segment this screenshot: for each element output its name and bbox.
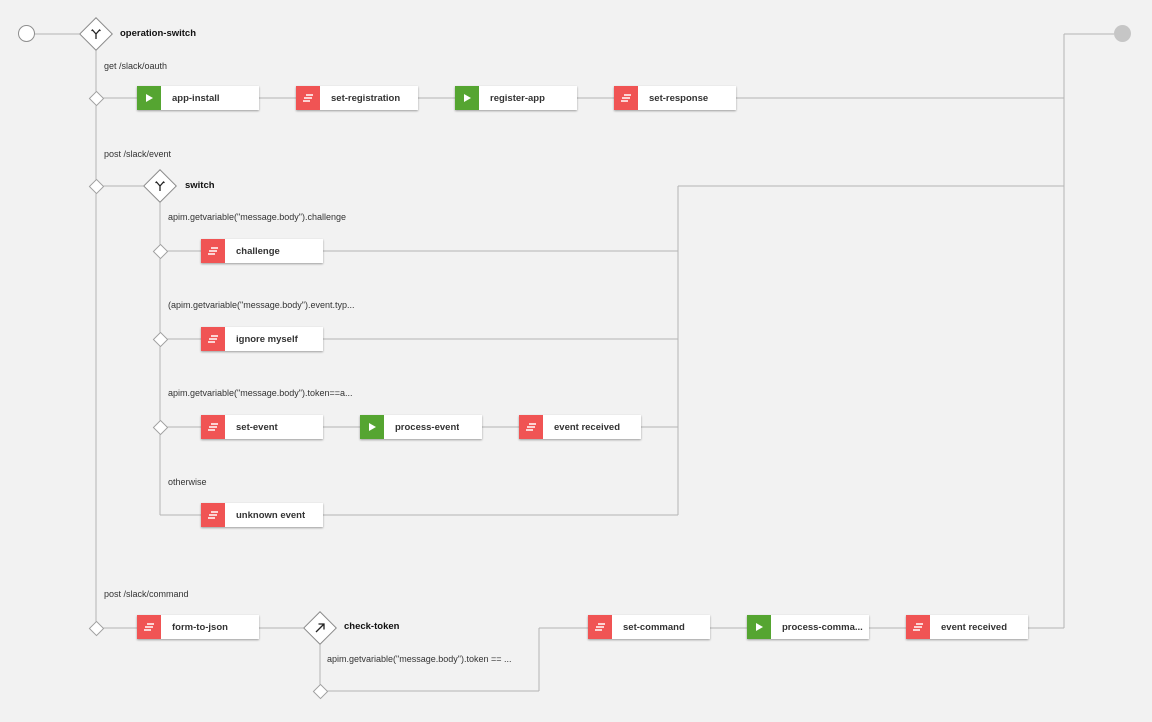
case-condition: (apim.getvariable("message.body").event.… xyxy=(168,300,355,310)
step-label: form-to-json xyxy=(172,621,228,633)
step-process-event[interactable]: process-event xyxy=(360,415,482,439)
step-event-received[interactable]: event received xyxy=(519,415,641,439)
policy-icon xyxy=(614,86,638,110)
check-token-condition: apim.getvariable("message.body").token =… xyxy=(327,654,512,664)
policy-icon xyxy=(201,415,225,439)
step-set-response[interactable]: set-response xyxy=(614,86,736,110)
step-set-command[interactable]: set-command xyxy=(588,615,710,639)
operation-switch-gateway[interactable] xyxy=(79,17,113,51)
step-ignore-myself[interactable]: ignore myself xyxy=(201,327,323,351)
case-condition: apim.getvariable("message.body").challen… xyxy=(168,212,346,222)
play-icon xyxy=(137,86,161,110)
policy-icon xyxy=(296,86,320,110)
arrow-up-right-icon xyxy=(309,617,331,639)
step-label: set-response xyxy=(649,92,709,104)
step-form-to-json[interactable]: form-to-json xyxy=(137,615,259,639)
start-event xyxy=(18,25,35,42)
policy-icon xyxy=(137,615,161,639)
step-label: event received xyxy=(554,421,621,433)
step-unknown-event[interactable]: unknown event xyxy=(201,503,323,527)
case-condition: otherwise xyxy=(168,477,207,487)
step-label: register-app xyxy=(490,92,545,104)
check-token-gateway[interactable] xyxy=(303,611,337,645)
event-switch-gateway[interactable] xyxy=(143,169,177,203)
step-set-event[interactable]: set-event xyxy=(201,415,323,439)
step-label: unknown event xyxy=(236,509,306,521)
policy-icon xyxy=(201,503,225,527)
play-icon xyxy=(360,415,384,439)
branch-condition-command: post /slack/command xyxy=(104,589,189,599)
step-label: ignore myself xyxy=(236,333,298,345)
check-token-label: check-token xyxy=(344,621,400,632)
branch-condition-oauth: get /slack/oauth xyxy=(104,61,168,71)
step-app-install[interactable]: app-install xyxy=(137,86,259,110)
step-label: challenge xyxy=(236,245,280,257)
step-label: set-command xyxy=(623,621,685,633)
fork-icon xyxy=(85,23,107,45)
policy-icon xyxy=(201,327,225,351)
play-icon xyxy=(455,86,479,110)
fork-icon xyxy=(149,175,171,197)
policy-icon xyxy=(519,415,543,439)
policy-icon xyxy=(588,615,612,639)
event-switch-label: switch xyxy=(185,180,215,191)
step-process-command[interactable]: process-comma... xyxy=(747,615,869,639)
step-label: set-registration xyxy=(331,92,401,104)
end-event xyxy=(1114,25,1131,42)
step-challenge[interactable]: challenge xyxy=(201,239,323,263)
branch-condition-event: post /slack/event xyxy=(104,149,172,159)
step-label: process-comma... xyxy=(782,621,863,633)
play-icon xyxy=(747,615,771,639)
step-register-app[interactable]: register-app xyxy=(455,86,577,110)
step-command-event-received[interactable]: event received xyxy=(906,615,1028,639)
step-label: app-install xyxy=(172,92,220,104)
case-condition: apim.getvariable("message.body").token==… xyxy=(168,388,353,398)
step-set-registration[interactable]: set-registration xyxy=(296,86,418,110)
step-label: process-event xyxy=(395,421,460,433)
policy-icon xyxy=(906,615,930,639)
policy-icon xyxy=(201,239,225,263)
step-label: set-event xyxy=(236,421,278,433)
operation-switch-label: operation-switch xyxy=(120,28,197,39)
step-label: event received xyxy=(941,621,1008,633)
